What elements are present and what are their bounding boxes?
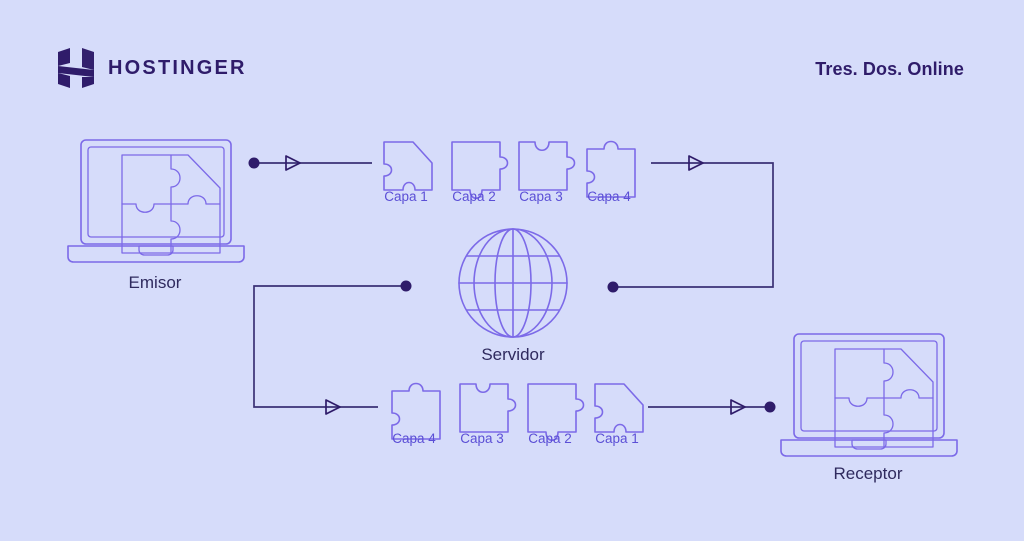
connector-dot xyxy=(764,401,776,413)
connector-server-to-bottom-layers xyxy=(253,280,412,415)
top-layer-label-4: Capa 4 xyxy=(587,189,631,204)
bottom-layer-label-2: Capa 3 xyxy=(460,431,504,446)
server-globe xyxy=(458,228,568,338)
sender-laptop xyxy=(67,139,245,263)
connector-dot xyxy=(607,281,619,293)
server-label: Servidor xyxy=(481,345,545,364)
top-layer-piece-2: Capa 2 xyxy=(451,141,509,204)
bottom-layer-label-1: Capa 4 xyxy=(392,431,436,446)
bottom-layer-piece-4: Capa 1 xyxy=(594,383,644,446)
connector-top-layers-to-server xyxy=(607,155,774,293)
arrowhead-icon xyxy=(730,399,746,415)
connector-sender-to-top-layers xyxy=(248,155,372,171)
arrowhead-icon xyxy=(688,155,704,171)
hostinger-h-logo-icon xyxy=(58,48,94,88)
tagline: Tres. Dos. Online xyxy=(815,59,964,79)
brand-wordmark: HOSTINGER xyxy=(108,57,247,79)
top-layer-piece-4: Capa 4 xyxy=(586,140,636,204)
top-layer-label-3: Capa 3 xyxy=(519,189,563,204)
hostinger-logo: HOSTINGER xyxy=(58,48,247,88)
arrowhead-icon xyxy=(285,155,301,171)
receiver-label: Receptor xyxy=(834,464,903,483)
top-layer-piece-1: Capa 1 xyxy=(383,141,433,204)
bottom-layer-label-4: Capa 1 xyxy=(595,431,639,446)
sender-label: Emisor xyxy=(129,273,182,292)
connector-dot xyxy=(400,280,412,292)
top-layer-label-2: Capa 2 xyxy=(452,189,496,204)
top-layer-piece-3: Capa 3 xyxy=(518,141,576,204)
top-layer-label-1: Capa 1 xyxy=(384,189,428,204)
bottom-layer-piece-2: Capa 3 xyxy=(459,383,517,446)
connector-bottom-layers-to-receiver xyxy=(648,399,776,415)
bottom-layer-piece-3: Capa 2 xyxy=(527,383,585,446)
connector-dot xyxy=(248,157,260,169)
bottom-layer-label-3: Capa 2 xyxy=(528,431,572,446)
bottom-layer-piece-1: Capa 4 xyxy=(391,382,441,446)
receiver-laptop xyxy=(780,333,958,457)
arrowhead-icon xyxy=(325,399,341,415)
